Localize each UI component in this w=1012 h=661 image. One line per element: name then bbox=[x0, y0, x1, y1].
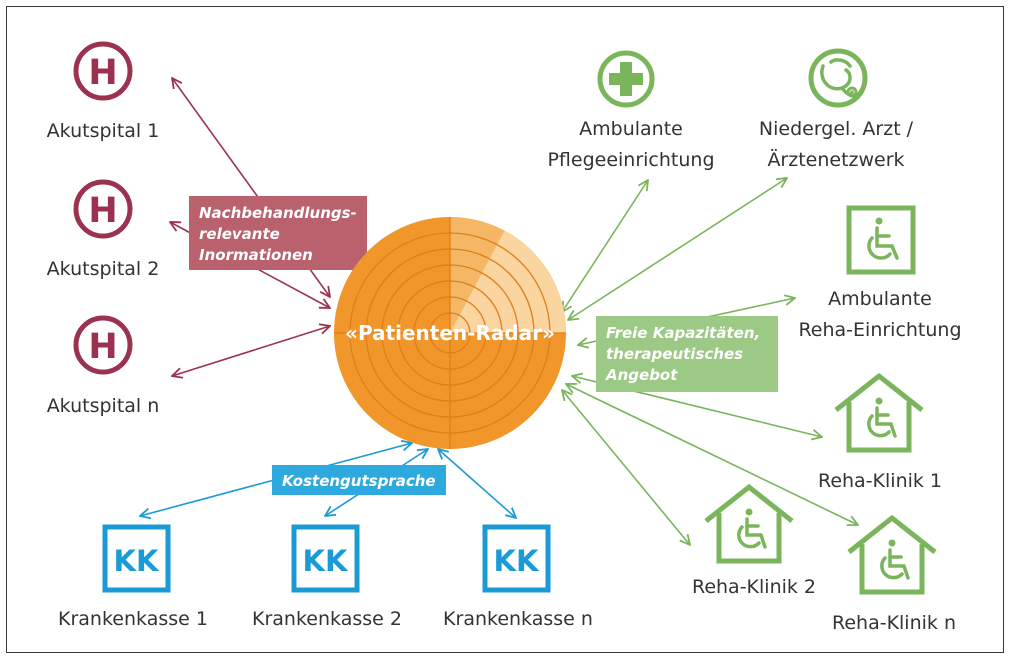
stethoscope-icon bbox=[808, 48, 868, 108]
info-hospital-line-2: relevante bbox=[199, 225, 280, 243]
connector-niedergel-arzt bbox=[568, 178, 787, 320]
info-box-insurers: Kostengutsprache bbox=[272, 465, 446, 495]
insurer-label: Krankenkasse 2 bbox=[252, 608, 402, 630]
info-provider-line-1: Freie Kapazitäten, bbox=[606, 324, 760, 342]
hospital-label: Akutspital 2 bbox=[47, 258, 160, 280]
patient-radar: «Patienten-Radar» bbox=[334, 217, 566, 449]
wheelchair-house-icon bbox=[847, 514, 937, 595]
connector-ambulante-pflege bbox=[562, 180, 648, 312]
wheelchair-house-icon bbox=[704, 483, 794, 564]
insurer-krankenkasse-1: KK Krankenkasse 1 bbox=[58, 524, 208, 630]
connector-krankenkasse-n bbox=[438, 449, 516, 518]
provider-label-line-1: Ambulante bbox=[828, 288, 932, 310]
info-provider-line-3: Angebot bbox=[605, 366, 678, 384]
hospital-h-icon: H bbox=[73, 41, 133, 101]
svg-text:KK: KK bbox=[114, 544, 160, 578]
svg-text:H: H bbox=[88, 53, 117, 93]
provider-label-line-1: Niedergel. Arzt / bbox=[759, 118, 914, 140]
provider-label-line-1: Reha-Klinik 2 bbox=[692, 576, 816, 598]
insurer-krankenkasse-n: KK Krankenkasse n bbox=[443, 524, 593, 630]
provider-reha-klinik-n: Reha-Klinik n bbox=[832, 514, 956, 634]
info-box-hospital: Nachbehandlungs- relevante Inormationen bbox=[189, 196, 367, 270]
hospital-akutspital-2: H Akutspital 2 bbox=[47, 179, 160, 280]
kk-square-icon: KK bbox=[482, 524, 551, 593]
provider-ambulante-pflege: Ambulante Pflegeeinrichtung bbox=[547, 50, 715, 171]
provider-label-line-1: Ambulante bbox=[579, 118, 683, 140]
svg-text:H: H bbox=[88, 191, 117, 231]
radar-label: «Patienten-Radar» bbox=[345, 321, 555, 345]
info-box-providers: Freie Kapazitäten, therapeutisches Angeb… bbox=[596, 316, 778, 392]
provider-label-line-1: Reha-Klinik n bbox=[832, 612, 956, 634]
connector-akutspital-n bbox=[172, 326, 330, 376]
kk-square-icon: KK bbox=[102, 524, 171, 593]
info-hospital-line-3: Inormationen bbox=[199, 246, 313, 264]
info-hospital-line-1: Nachbehandlungs- bbox=[199, 204, 357, 222]
provider-niedergel-arzt: Niedergel. Arzt / Ärztenetzwerk bbox=[759, 48, 914, 171]
svg-text:KK: KK bbox=[494, 544, 540, 578]
wheelchair-square-icon bbox=[846, 205, 916, 275]
hospital-akutspital-1: H Akutspital 1 bbox=[47, 41, 160, 142]
hospital-akutspital-n: H Akutspital n bbox=[47, 315, 160, 417]
hospital-h-icon: H bbox=[73, 315, 133, 375]
insurer-krankenkasse-2: KK Krankenkasse 2 bbox=[252, 524, 402, 630]
hospital-label: Akutspital n bbox=[47, 395, 160, 417]
insurer-label: Krankenkasse 1 bbox=[58, 608, 208, 630]
provider-label-line-2: Reha-Einrichtung bbox=[798, 319, 961, 341]
wheelchair-house-icon bbox=[834, 372, 924, 453]
kk-square-icon: KK bbox=[291, 524, 360, 593]
svg-text:KK: KK bbox=[303, 544, 349, 578]
radar-rings bbox=[334, 217, 566, 449]
provider-reha-klinik-1: Reha-Klinik 1 bbox=[818, 372, 942, 492]
connector-reha-klinik-n bbox=[566, 384, 858, 525]
provider-label-line-2: Ärztenetzwerk bbox=[767, 148, 904, 171]
provider-label-line-2: Pflegeeinrichtung bbox=[547, 149, 714, 171]
info-insurer-line-1: Kostengutsprache bbox=[282, 472, 436, 490]
info-provider-line-2: therapeutisches bbox=[606, 345, 743, 363]
hospital-label: Akutspital 1 bbox=[47, 120, 160, 142]
provider-reha-klinik-2: Reha-Klinik 2 bbox=[692, 483, 816, 598]
provider-label-line-1: Reha-Klinik 1 bbox=[818, 470, 942, 492]
plus-cross-icon bbox=[597, 50, 655, 108]
provider-ambulante-reha: Ambulante Reha-Einrichtung bbox=[798, 205, 962, 341]
hospital-h-icon: H bbox=[73, 179, 133, 239]
svg-text:H: H bbox=[88, 327, 117, 367]
insurer-label: Krankenkasse n bbox=[443, 608, 593, 630]
